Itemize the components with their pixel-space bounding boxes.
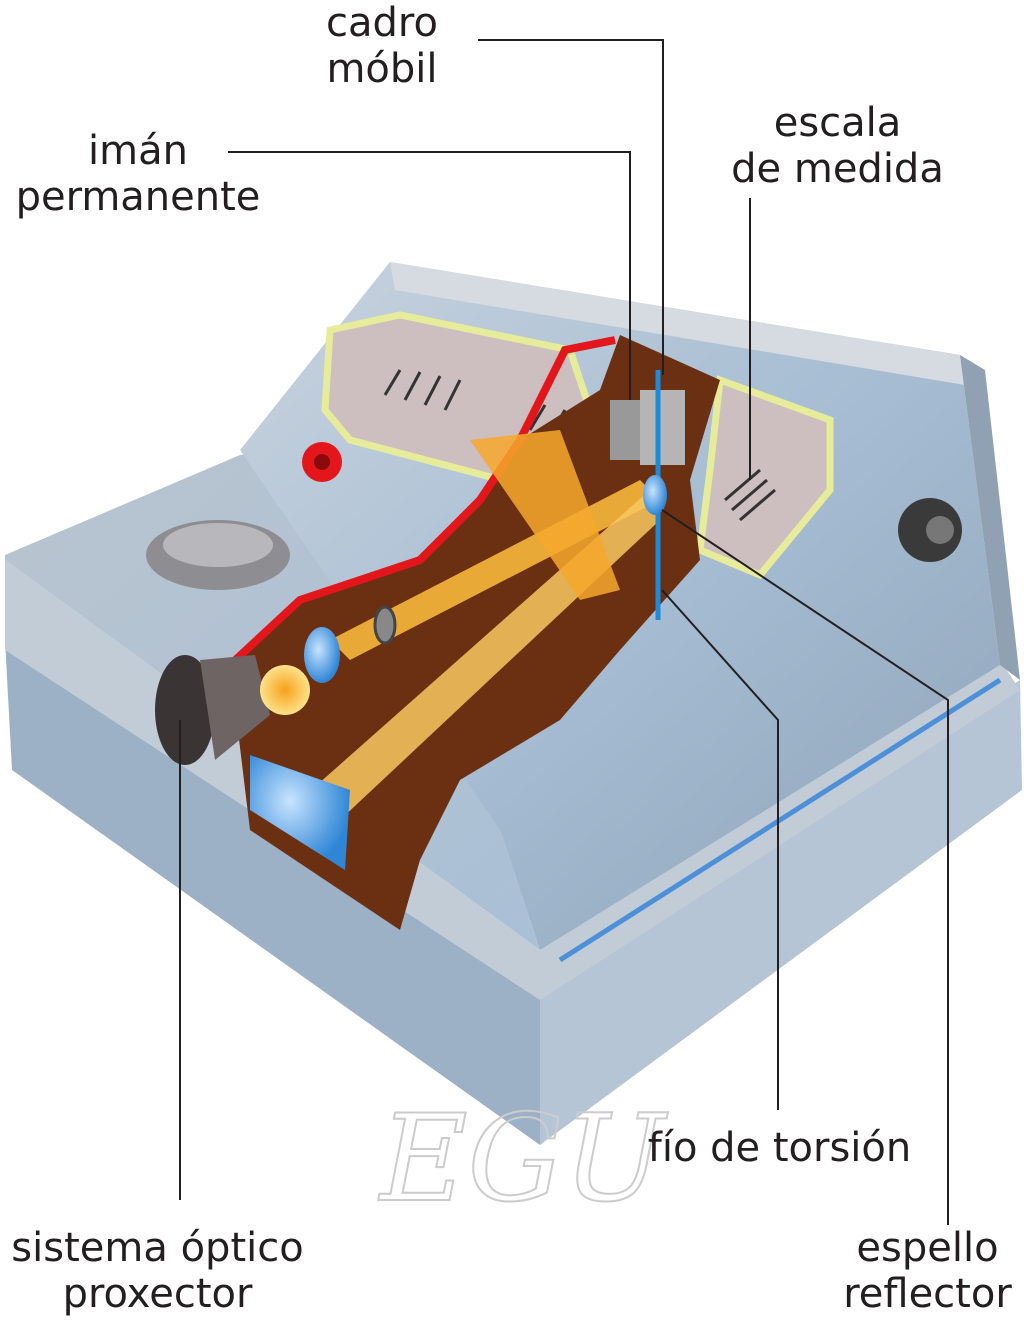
- reflector-mirror: [643, 475, 667, 515]
- condenser-lens: [304, 627, 340, 683]
- base-rim: [5, 560, 1020, 1000]
- projector-lens: [155, 655, 215, 765]
- label-espello-reflector: espello reflector: [835, 1225, 1020, 1317]
- leader-lines: [179, 39, 949, 1225]
- watermark-signature: EGU: [378, 1090, 668, 1229]
- panel-top-edge: [390, 262, 965, 385]
- label-line: reflector: [843, 1271, 1012, 1317]
- label-line: imán: [88, 128, 188, 174]
- label-iman-permanente: imán permanente: [8, 128, 268, 220]
- red-cut-edge: [227, 336, 616, 668]
- light-beam-3: [470, 430, 620, 600]
- label-cadro-mobil: cadro móbil: [322, 0, 442, 92]
- label-escala-de-medida: escala de medida: [725, 100, 950, 192]
- label-line: permanente: [15, 174, 261, 220]
- lamp: [260, 665, 310, 715]
- concave-mirror: [250, 755, 350, 870]
- side-face: [960, 355, 1020, 680]
- label-line: proxector: [62, 1271, 253, 1317]
- coil-block: [640, 390, 685, 465]
- label-sistema-optico: sistema óptico proxector: [5, 1225, 310, 1317]
- label-line: espello: [856, 1225, 999, 1271]
- label-line: sistema óptico: [11, 1225, 304, 1271]
- magnet-block: [610, 400, 640, 460]
- label-fio-de-torsion: fío de torsión: [647, 1125, 912, 1171]
- rim-highlight: [558, 677, 1002, 963]
- base-right-face: [540, 680, 1022, 1145]
- base-left-face: [5, 640, 540, 1145]
- label-line: cadro: [326, 0, 438, 46]
- label-line: móbil: [326, 46, 438, 92]
- label-line: escala: [773, 100, 902, 146]
- aperture: [373, 605, 397, 645]
- label-line: de medida: [731, 146, 944, 192]
